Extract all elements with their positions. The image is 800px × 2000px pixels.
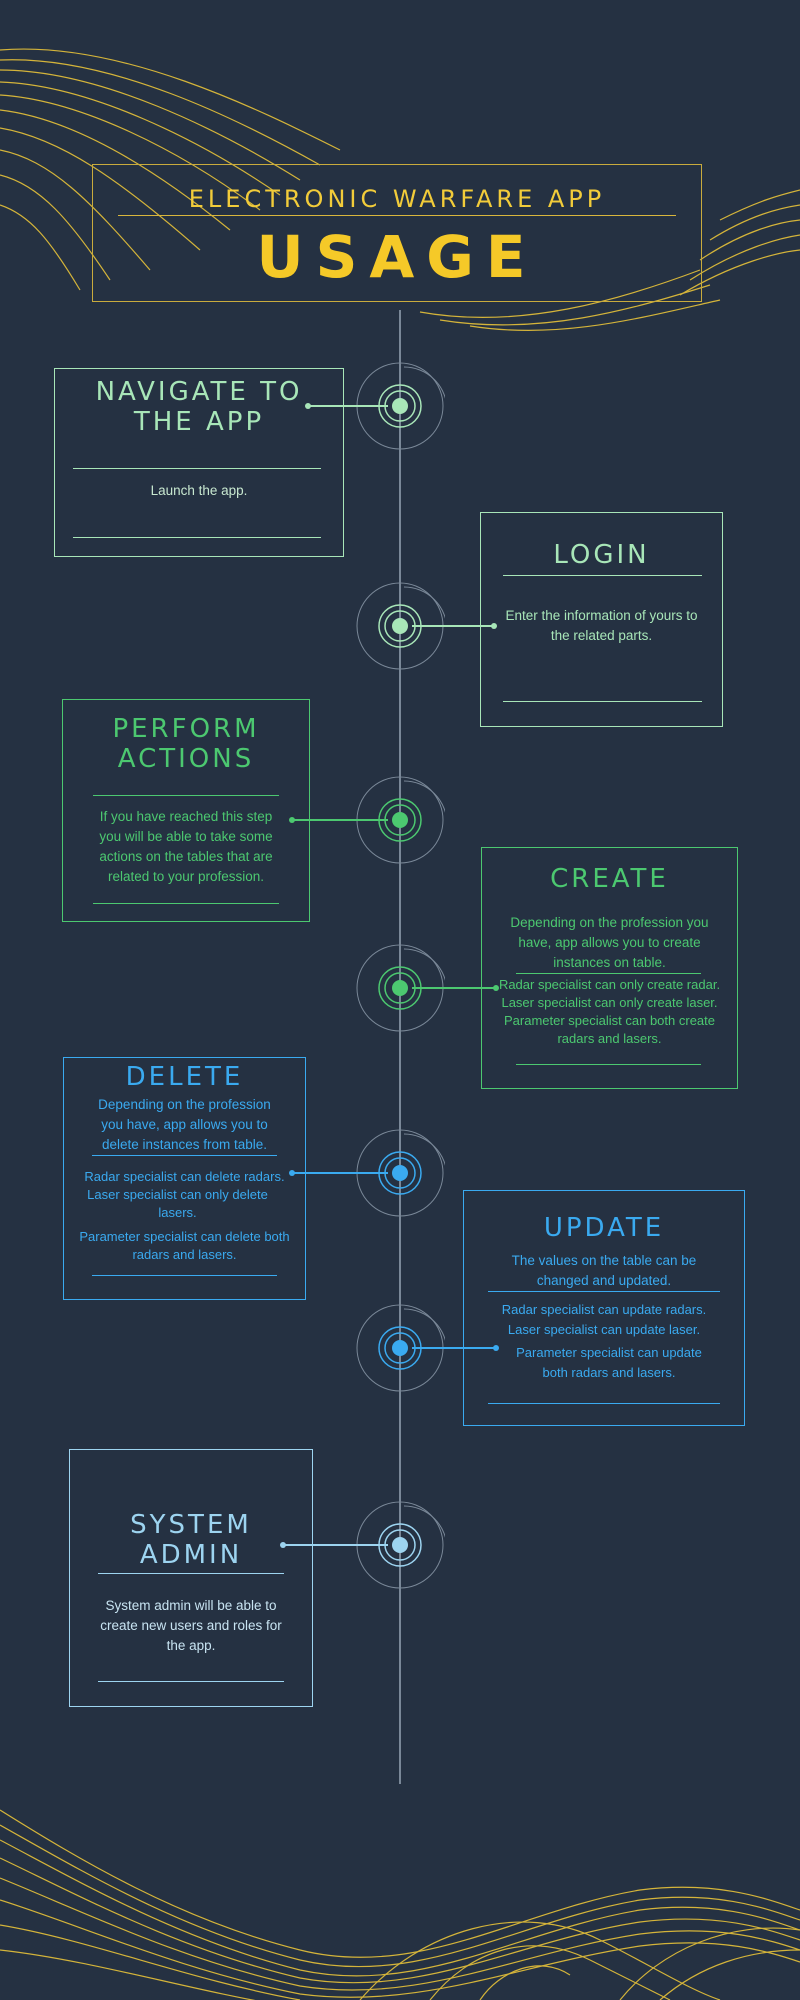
step-text-line-1: Depending on the profession xyxy=(98,1097,271,1112)
step-text-line-3: instances on table. xyxy=(553,955,666,970)
connector-dot-create xyxy=(493,985,499,991)
step-bullet-2: Laser specialist can only create laser. xyxy=(501,995,718,1010)
step-divider xyxy=(488,1291,720,1292)
header-subtitle: ELECTRONIC WARFARE APP xyxy=(188,185,606,213)
timeline-node-login xyxy=(356,582,445,670)
step-title-line-1: PERFORM xyxy=(112,714,260,744)
timeline-line xyxy=(399,310,401,1784)
connector-login xyxy=(412,625,494,627)
connector-dot-update xyxy=(493,1345,499,1351)
step-divider xyxy=(503,575,702,576)
step-bullet-3-line-1: Parameter specialist can update xyxy=(516,1345,702,1360)
step-text-line-2: the related parts. xyxy=(550,628,653,643)
top-wave-decoration xyxy=(0,48,800,332)
step-title: LOGIN xyxy=(553,540,650,570)
connector-dot-delete xyxy=(289,1170,295,1176)
connector-perform xyxy=(292,819,388,821)
step-bullet-3-line-1: Parameter specialist can delete both xyxy=(79,1229,290,1244)
step-bullet-3-line-2: radars and lasers. xyxy=(557,1031,662,1046)
step-card-admin: SYSTEM ADMIN System admin will be able t… xyxy=(69,1449,313,1707)
step-bullet-1: Radar specialist can delete radars. xyxy=(84,1169,285,1184)
step-text-line-2: have, app allows you to create xyxy=(518,935,701,950)
step-card-delete: DELETE Depending on the profession you h… xyxy=(63,1057,306,1300)
step-title-line-2: THE APP xyxy=(133,407,265,437)
bottom-wave-decoration xyxy=(0,1809,800,2000)
connector-navigate xyxy=(308,405,388,407)
step-text-line-1: Depending on the profession you xyxy=(510,915,709,930)
step-divider xyxy=(92,1155,277,1156)
title-box: ELECTRONIC WARFARE APP USAGE xyxy=(92,164,702,302)
step-text-line-1: System admin will be able to xyxy=(105,1598,277,1613)
step-bullet-1: Radar specialist can only create radar. xyxy=(498,977,721,992)
step-divider-bottom xyxy=(93,903,279,904)
step-card-login: LOGIN Enter the information of yours to … xyxy=(480,512,723,727)
step-divider-bottom xyxy=(73,537,321,538)
step-text-line-2: you have, app allows you to xyxy=(101,1117,268,1132)
step-text-line-3: actions on the tables that are xyxy=(99,849,273,864)
step-text-line-4: related to your profession. xyxy=(107,869,265,884)
step-title-line-2: ADMIN xyxy=(139,1540,243,1570)
step-text-line-1: The values on the table can be xyxy=(511,1253,697,1268)
step-text-line-3: delete instances from table. xyxy=(101,1137,268,1152)
step-text-line-2: you will be able to take some xyxy=(99,829,273,844)
step-divider xyxy=(93,795,279,796)
step-title-line-1: SYSTEM xyxy=(130,1510,252,1540)
step-bullet-3-line-1: Parameter specialist can both create xyxy=(504,1013,715,1028)
header-title: USAGE xyxy=(256,223,538,291)
connector-dot-login xyxy=(491,623,497,629)
step-divider-bottom xyxy=(92,1275,277,1276)
step-bullet-2: Laser specialist can update laser. xyxy=(507,1322,701,1337)
step-bullet-2-line-1: Laser specialist can only delete xyxy=(87,1187,268,1202)
title-divider xyxy=(118,215,676,216)
step-text-line-2: create new users and roles for xyxy=(100,1618,282,1633)
step-card-navigate: NAVIGATE TO THE APP Launch the app. xyxy=(54,368,344,557)
step-text-line-3: the app. xyxy=(166,1638,216,1653)
step-divider xyxy=(73,468,321,469)
step-text-line-1: If you have reached this step xyxy=(99,809,273,824)
connector-update xyxy=(412,1347,496,1349)
connector-dot-admin xyxy=(280,1542,286,1548)
step-card-create: CREATE Depending on the profession you h… xyxy=(481,847,738,1089)
step-card-update: UPDATE The values on the table can be ch… xyxy=(463,1190,745,1426)
step-divider xyxy=(516,973,701,974)
step-divider-bottom xyxy=(488,1403,720,1404)
step-text-line-2: changed and updated. xyxy=(536,1273,672,1288)
connector-admin xyxy=(283,1544,388,1546)
step-divider-bottom xyxy=(516,1064,701,1065)
step-text: Launch the app. xyxy=(150,483,248,498)
step-bullet-1: Radar specialist can update radars. xyxy=(501,1302,707,1317)
step-title-line-2: ACTIONS xyxy=(117,744,255,774)
connector-create xyxy=(412,987,496,989)
step-card-perform: PERFORM ACTIONS If you have reached this… xyxy=(62,699,310,922)
step-text-line-1: Enter the information of yours to xyxy=(505,608,698,623)
step-title: CREATE xyxy=(550,864,669,894)
step-title: DELETE xyxy=(125,1062,244,1092)
connector-dot-perform xyxy=(289,817,295,823)
step-bullet-2-line-2: lasers. xyxy=(158,1205,197,1220)
connector-delete xyxy=(292,1172,388,1174)
step-bullet-3-line-2: radars and lasers. xyxy=(132,1247,237,1262)
step-bullet-3-line-2: both radars and lasers. xyxy=(542,1365,676,1380)
step-divider xyxy=(98,1573,284,1574)
connector-dot-navigate xyxy=(305,403,311,409)
step-title-line-1: NAVIGATE TO xyxy=(95,377,303,407)
step-divider-bottom xyxy=(98,1681,284,1682)
step-title: UPDATE xyxy=(543,1213,665,1243)
step-divider-bottom xyxy=(503,701,702,702)
